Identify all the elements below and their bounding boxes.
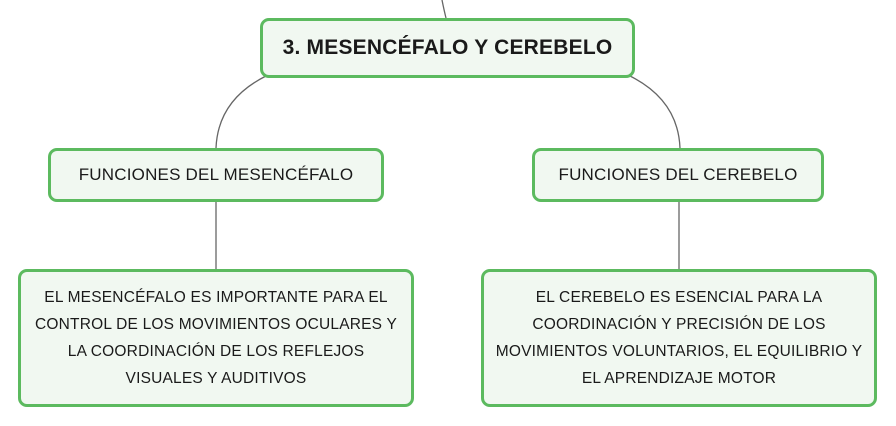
node-funciones-mesencefalo[interactable]: FUNCIONES DEL MESENCÉFALO	[48, 148, 384, 202]
node-funciones-mesencefalo-label: FUNCIONES DEL MESENCÉFALO	[78, 165, 354, 184]
node-cerebelo-detail[interactable]: EL CEREBELO ES ESENCIAL PARA LA COORDINA…	[481, 269, 877, 407]
node-mesencefalo-detail-text: EL MESENCÉFALO ES IMPORTANTE PARA EL CON…	[35, 289, 397, 387]
root-label: 3. MESENCÉFALO Y CEREBELO	[282, 36, 613, 59]
connector-root-to-mesencefalo	[215, 75, 267, 149]
node-funciones-cerebelo-label: FUNCIONES DEL CEREBELO	[558, 165, 798, 184]
connector-parent-to-root	[441, 0, 447, 19]
connector-root-to-cerebelo	[629, 75, 681, 149]
node-cerebelo-detail-text: EL CEREBELO ES ESENCIAL PARA LA COORDINA…	[495, 289, 863, 387]
root-node[interactable]: 3. MESENCÉFALO Y CEREBELO	[260, 18, 635, 78]
node-mesencefalo-detail[interactable]: EL MESENCÉFALO ES IMPORTANTE PARA EL CON…	[18, 269, 414, 407]
node-funciones-cerebelo[interactable]: FUNCIONES DEL CEREBELO	[532, 148, 824, 202]
